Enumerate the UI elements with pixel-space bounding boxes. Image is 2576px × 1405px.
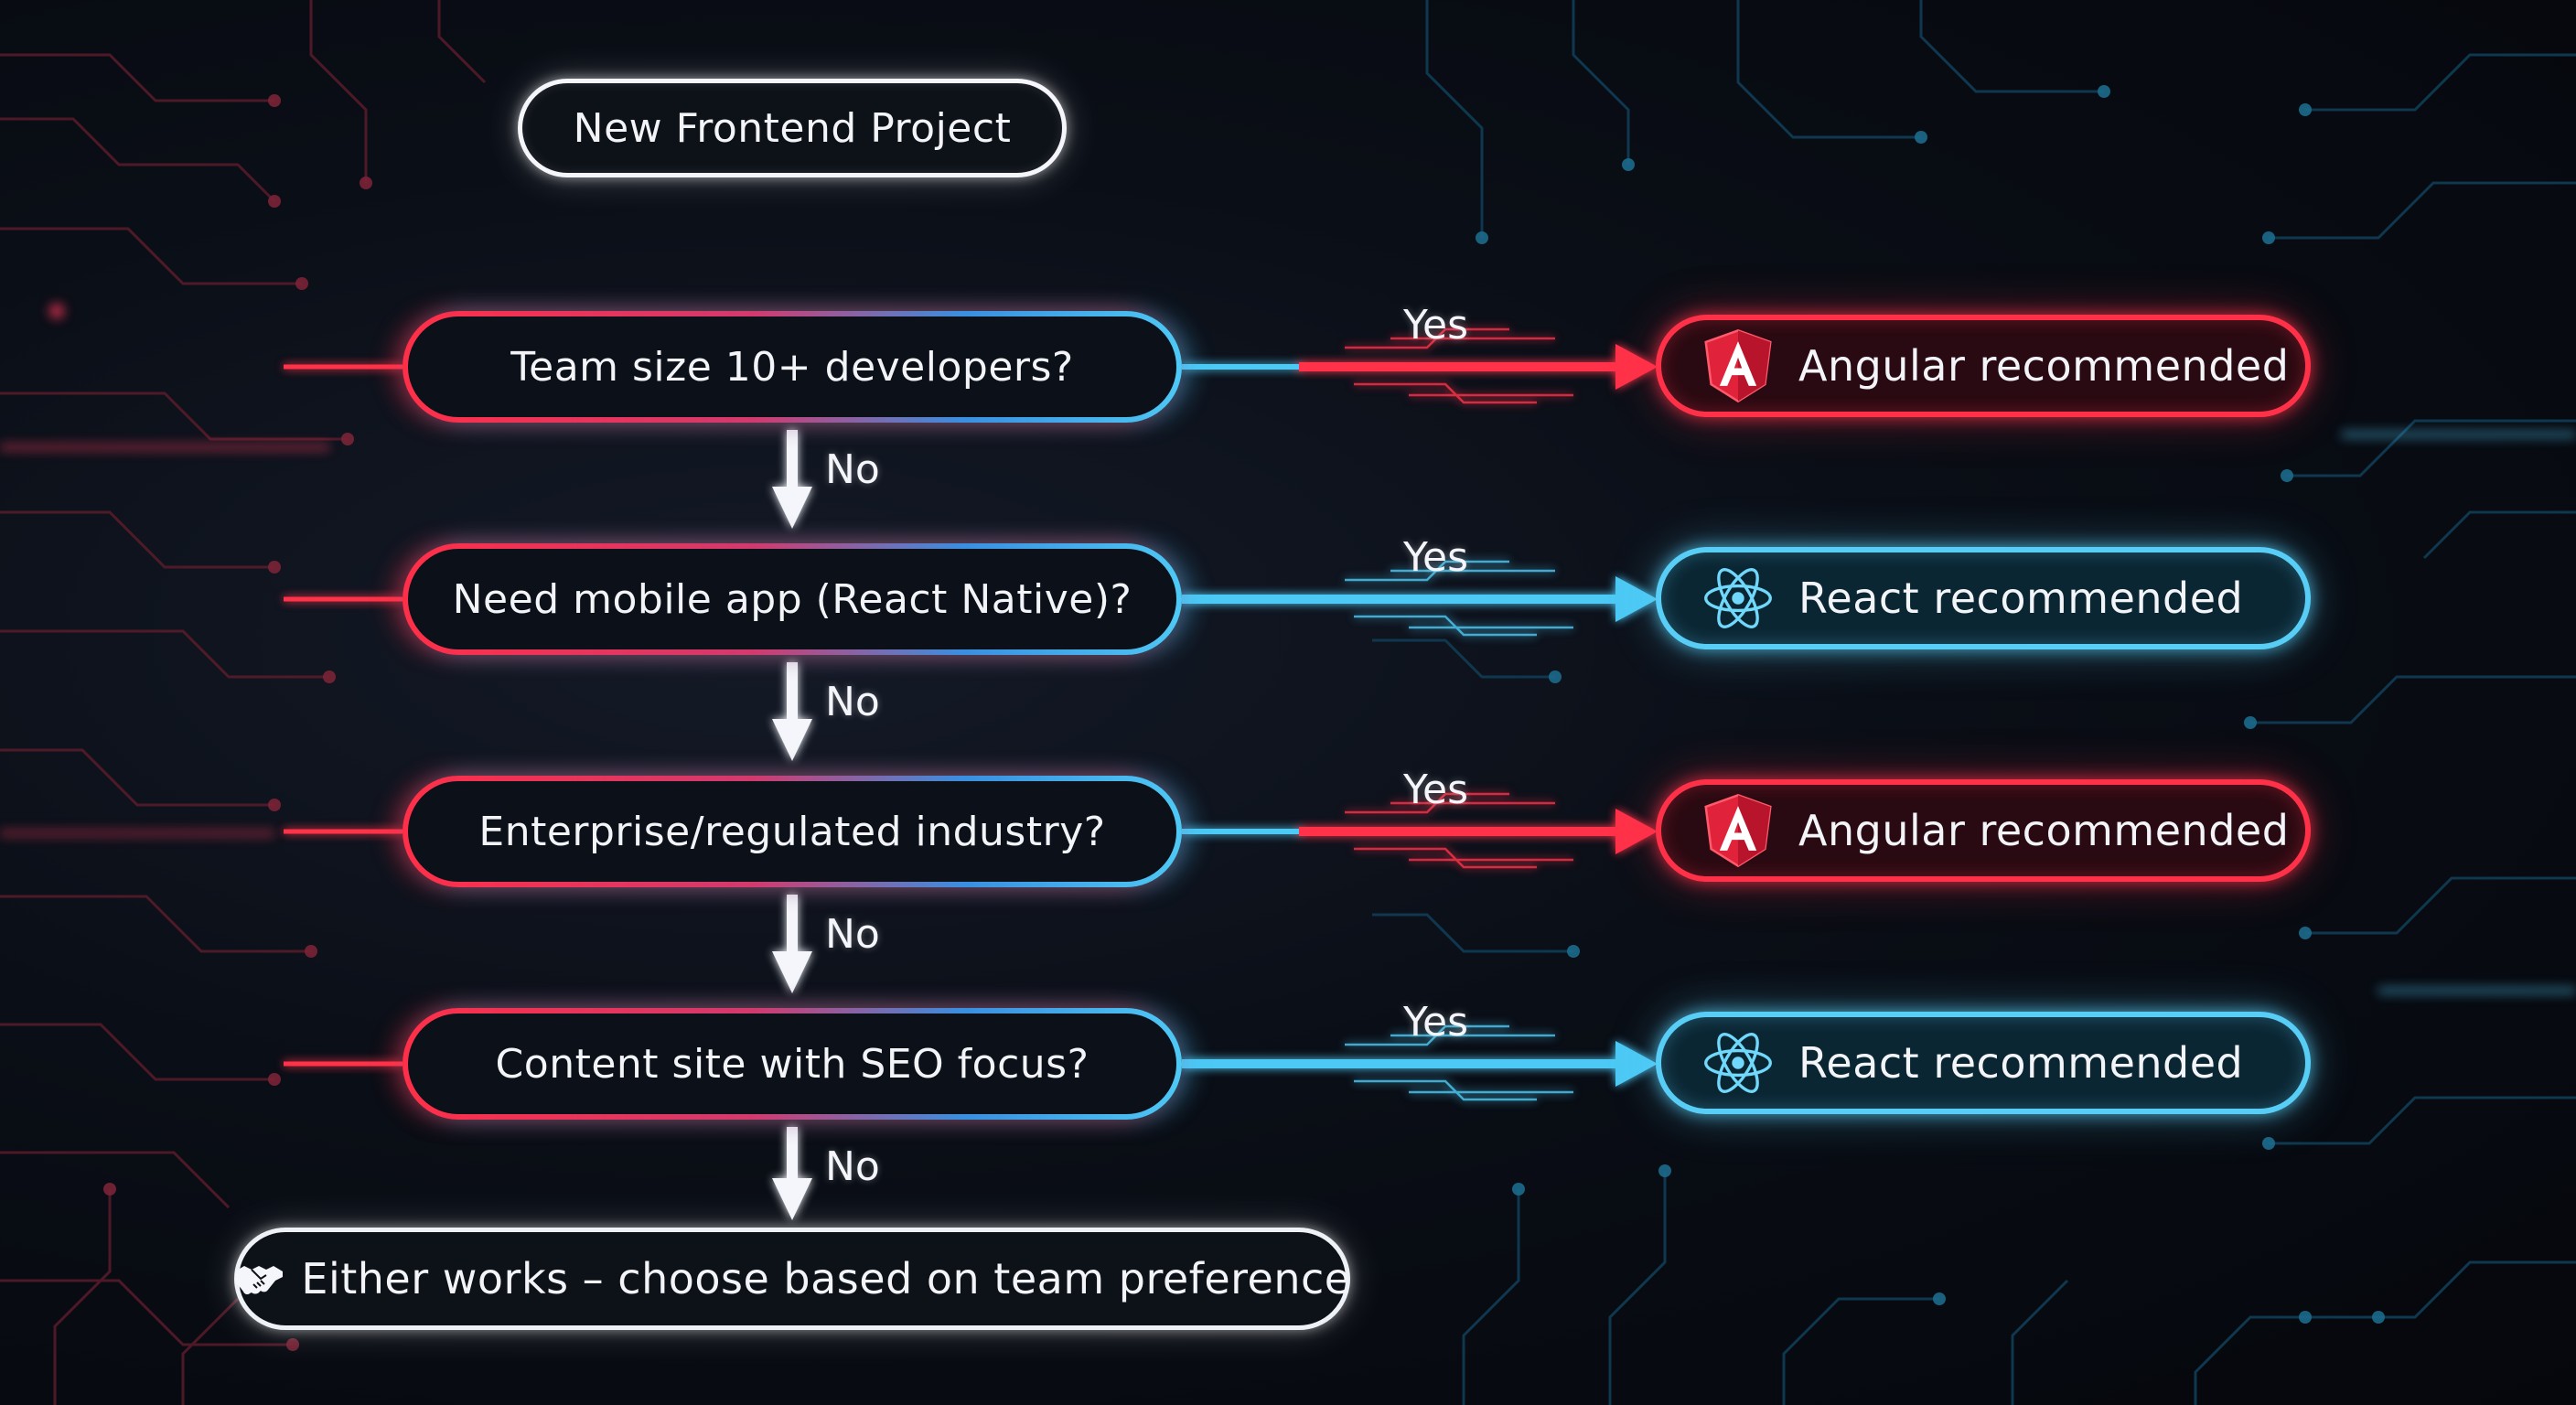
- start-label: New Frontend Project: [573, 104, 1012, 152]
- no-label: No: [825, 446, 880, 493]
- decision-question: Need mobile app (React Native)?: [452, 575, 1132, 623]
- decision-enterprise: Enterprise/regulated industry?: [402, 776, 1182, 887]
- result-angular: Angular recommended: [1656, 315, 2311, 417]
- no-arrow: [772, 895, 812, 993]
- yes-arrow: [1182, 560, 1658, 637]
- result-label: Angular recommended: [1798, 341, 2290, 391]
- final-node: Either works – choose based on team pref…: [234, 1228, 1350, 1330]
- yes-label: Yes: [1403, 534, 1469, 581]
- angular-icon: [1704, 794, 1772, 868]
- decision-mobile-app: Need mobile app (React Native)?: [402, 543, 1182, 655]
- no-arrow: [772, 430, 812, 529]
- yes-arrow: [1182, 792, 1658, 869]
- yes-label: Yes: [1403, 767, 1469, 813]
- decision-question: Content site with SEO focus?: [495, 1040, 1089, 1088]
- result-label: React recommended: [1798, 1038, 2244, 1088]
- decision-question: Enterprise/regulated industry?: [478, 808, 1106, 855]
- decision-question: Team size 10+ developers?: [510, 343, 1074, 391]
- react-icon: [1704, 1033, 1772, 1093]
- no-arrow: [772, 1127, 812, 1220]
- final-label: Either works – choose based on team pref…: [301, 1254, 1351, 1303]
- result-label: Angular recommended: [1798, 806, 2290, 855]
- decision-seo: Content site with SEO focus?: [402, 1008, 1182, 1120]
- result-label: React recommended: [1798, 574, 2244, 623]
- no-label: No: [825, 679, 880, 725]
- yes-label: Yes: [1403, 302, 1469, 349]
- no-label: No: [825, 911, 880, 958]
- start-node: New Frontend Project: [518, 79, 1067, 177]
- no-arrow: [772, 662, 812, 761]
- yes-label: Yes: [1403, 999, 1469, 1046]
- yes-arrow: [1182, 1024, 1658, 1101]
- decision-team-size: Team size 10+ developers?: [402, 311, 1182, 423]
- angular-icon: [1704, 329, 1772, 403]
- result-react: React recommended: [1656, 547, 2311, 649]
- yes-arrow: [1182, 327, 1658, 404]
- result-angular: Angular recommended: [1656, 779, 2311, 882]
- handshake-icon: [233, 1259, 284, 1299]
- no-label: No: [825, 1143, 880, 1190]
- result-react: React recommended: [1656, 1012, 2311, 1114]
- react-icon: [1704, 568, 1772, 628]
